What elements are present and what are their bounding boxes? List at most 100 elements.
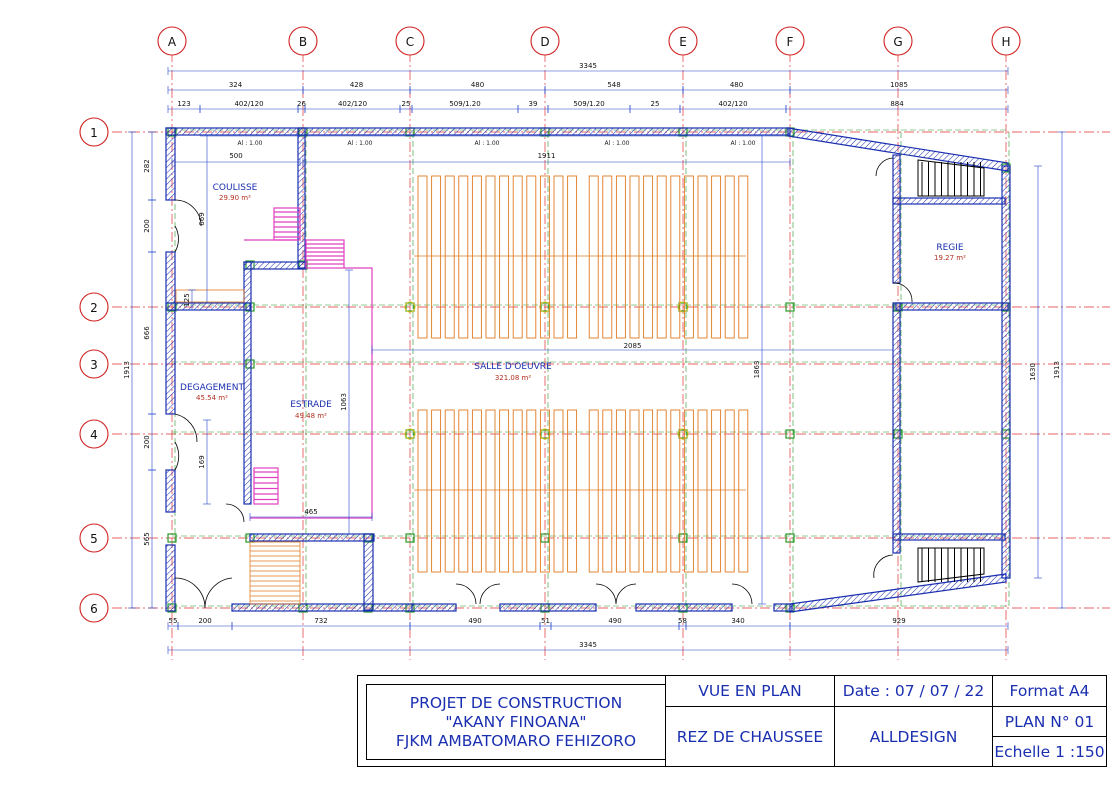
grid-marker-row (79, 292, 109, 322)
divider-3 (992, 676, 993, 766)
al-label: Al : 1.00 (348, 140, 373, 147)
dim-right-total-label: 1913 (1053, 361, 1061, 379)
dim-bottom-label: 490 (608, 617, 621, 625)
bench (697, 409, 708, 573)
wall-stair-top (892, 197, 1006, 205)
dim-bottom: 58 (678, 617, 687, 630)
bench (738, 175, 749, 339)
stairs-bottom-right (917, 547, 985, 583)
divider-4 (665, 706, 834, 707)
bench (417, 175, 428, 339)
grid-marker-col (883, 26, 913, 56)
dim-top-1-label: 480 (471, 81, 484, 89)
column-node (678, 302, 688, 312)
bench (526, 175, 537, 339)
divider-5 (834, 706, 992, 707)
grid-marker-col-label: B (299, 35, 307, 49)
dim-salle-length: 2085 (371, 342, 894, 354)
dim-coulisse-height: 669 (198, 134, 211, 304)
bench (629, 175, 640, 339)
grid-marker-row-label: 2 (90, 301, 98, 315)
dim-estrade-height: 1063 (340, 269, 353, 535)
dim-top-1-label: 548 (607, 81, 620, 89)
column-circle (404, 301, 416, 313)
wall-angle-top (787, 127, 1009, 172)
bench (431, 409, 442, 573)
dim-total-bottom-label: 3345 (579, 641, 597, 649)
bench (602, 409, 613, 573)
dim-bottom: 490 (409, 617, 541, 630)
grid-marker-col (530, 26, 560, 56)
bench (724, 409, 735, 573)
bench (512, 409, 523, 573)
bench (683, 175, 694, 339)
dim-salle-width: 1911 (302, 152, 791, 166)
divider-7 (992, 736, 1106, 737)
bench (629, 409, 640, 573)
stage-stairs (244, 207, 373, 519)
room-coulisse-area: 29.90 m² (219, 194, 251, 202)
dim-salle-height: 1863 (753, 134, 766, 605)
dim-top-2: 884 (785, 100, 1009, 113)
room-salle-area: 321.08 m² (495, 374, 532, 382)
stair-degagement (175, 289, 301, 605)
dim-total-top-label: 3345 (579, 62, 597, 70)
dim-left-part-label: 200 (143, 219, 151, 232)
dim-top-1-label: 1085 (890, 81, 908, 89)
al-label: Al : 1.00 (238, 140, 263, 147)
wall-stage-top (249, 533, 375, 542)
grid-marker-col-label: C (406, 35, 414, 49)
bench (602, 175, 613, 339)
bench (697, 175, 708, 339)
dim-total-bottom: 3345 (167, 641, 1009, 654)
bench (499, 409, 510, 573)
dim-top-2-label: 123 (177, 100, 190, 108)
room-estrade-name: ESTRADE (290, 400, 332, 410)
wall-left-top (165, 127, 176, 201)
bench (431, 175, 442, 339)
bench (471, 409, 482, 573)
wall-inner-b (243, 261, 252, 505)
dim-top-2: 509/1.20 (547, 100, 631, 113)
room-salle-name: SALLE D'OEUVRE (474, 362, 552, 372)
bench (485, 175, 496, 339)
grid-marker-col (991, 26, 1021, 56)
bench (643, 175, 654, 339)
bench (567, 175, 578, 339)
project-line-3: FJKM AMBATOMARO FEHIZORO (395, 731, 637, 750)
bench (670, 409, 681, 573)
wall-stage-right (363, 533, 374, 611)
divider-6 (992, 706, 1106, 707)
dim-bottom: 55 (167, 617, 179, 630)
grid-marker-col (288, 26, 318, 56)
dim-bottom: 929 (789, 617, 1009, 630)
dim-left-part: 282 (143, 131, 156, 201)
room-regie-area: 19.27 m² (934, 254, 966, 262)
bench (670, 175, 681, 339)
column-circle (677, 428, 689, 440)
stairs-top-right (917, 159, 985, 197)
dim-left-part-label: 565 (143, 532, 151, 545)
dim-coulisse-width-label: 500 (229, 152, 242, 160)
doors (174, 157, 913, 609)
bench (444, 175, 455, 339)
dim-left-part: 200 (143, 413, 156, 471)
dim-top-2-label: 509/1.20 (449, 100, 480, 108)
dim-bottom: 51 (539, 617, 552, 630)
bench (512, 175, 523, 339)
grid-marker-row (79, 523, 109, 553)
dim-169: 169 (198, 419, 211, 505)
dim-top-2: 39 (517, 100, 549, 113)
dim-left-part-label: 666 (143, 326, 151, 340)
bench (615, 409, 626, 573)
bench (539, 409, 550, 573)
dim-estrade-width-label: 465 (304, 508, 317, 516)
dim-top-2: 402/120 (304, 100, 401, 113)
dim-estrade-width: 465 (249, 508, 373, 521)
room-regie-name: REGIE (936, 243, 964, 253)
grid-marker-row (79, 117, 109, 147)
column-circle (404, 428, 416, 440)
wall-b-cross (243, 261, 307, 270)
dim-top-1-label: 428 (350, 81, 363, 89)
dim-top-1: 548 (544, 81, 684, 94)
